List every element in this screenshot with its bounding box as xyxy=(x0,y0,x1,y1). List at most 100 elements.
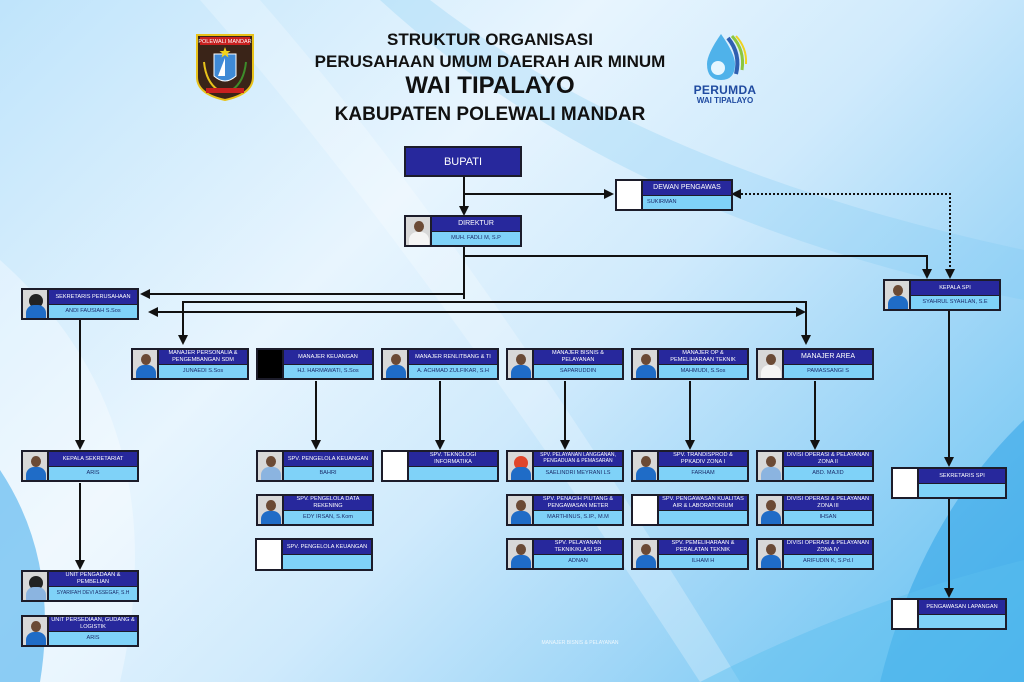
role-label: MANAJER PERSONALIA & PENGEMBANGAN SDM xyxy=(159,350,247,364)
role-label: SPV. PENAGIH PIUTANG & PENGAWASAN METER xyxy=(534,496,622,510)
photo-spv-trans xyxy=(633,452,659,480)
name-label: ABD. MAJID xyxy=(784,465,872,480)
role-label: UNIT PENGADAAN & PEMBELIAN xyxy=(49,572,137,586)
role-label: SPV. PENGELOLA KEUANGAN xyxy=(284,452,372,466)
name-label: HJ. HARMAWATI, S.Sos xyxy=(284,363,372,378)
photo-manajer-bisnis xyxy=(508,350,534,378)
role-label: SEKRETARIS PERUSAHAAN xyxy=(49,290,137,304)
photo-sekper xyxy=(23,290,49,318)
name-label: ARIFUDIN K, S.Pd.I xyxy=(784,553,872,568)
role-label: MANAJER RENLITBANG & TI xyxy=(409,350,497,364)
name-label: SAPARUDDIN xyxy=(534,363,622,378)
box-sekretaris-spi[interactable]: SEKRETARIS SPI xyxy=(891,467,1007,499)
role-label: KEPALA SPI xyxy=(911,281,999,295)
name-label xyxy=(919,482,1005,497)
role-label: SPV. TEKNOLOGI INFORMATIKA xyxy=(409,452,497,466)
perumda-logo-subtext: WAI TIPALAYO xyxy=(696,96,754,105)
title-line-1: STRUKTUR ORGANISASI xyxy=(387,30,593,49)
name-label: SYARIFAH DEVI ASSEGAF, S.H xyxy=(49,585,137,600)
role-label: SEKRETARIS SPI xyxy=(919,469,1005,483)
name-label: A. ACHMAD ZULFIKAR, S.H xyxy=(409,363,497,378)
role-label: PENGAWASAN LAPANGAN xyxy=(919,600,1005,614)
photo-spv-tek xyxy=(508,540,534,568)
box-spv-keuangan-2[interactable]: SPV. PENGELOLA KEUANGAN xyxy=(255,538,373,571)
photo-direktur xyxy=(406,217,432,245)
name-label: ARIS xyxy=(49,630,137,645)
title-line-2: PERUSAHAAN UMUM DAERAH AIR MINUM xyxy=(314,52,666,71)
role-label: SPV. PEMELIHARAAN & PERALATAN TEKNIK xyxy=(659,540,747,554)
name-label xyxy=(409,465,497,480)
name-label: EDY IRSAN, S.Kom xyxy=(284,509,372,524)
photo-placeholder xyxy=(383,452,409,480)
photo-div4 xyxy=(758,540,784,568)
name-label: JUNAEDI S.Sos xyxy=(159,363,247,378)
photo-div3 xyxy=(758,496,784,524)
name-label: PAMASSANGI S xyxy=(784,363,872,378)
name-label xyxy=(283,554,371,569)
photo-placeholder xyxy=(893,600,919,628)
line-manager-bar xyxy=(178,301,811,345)
name-label: ANDI FAUSIAH S.Sos xyxy=(49,303,137,318)
name-label: MUH. FADLI M, S.P xyxy=(432,230,520,245)
name-label: SAELINDRI MEYRANI LS xyxy=(534,465,622,480)
photo-spv-pen xyxy=(508,496,534,524)
box-pengawasan-lapangan[interactable]: PENGAWASAN LAPANGAN xyxy=(891,598,1007,630)
role-label: SPV. TRANDISPROD & PPKADIV ZONA I xyxy=(659,452,747,466)
photo-spv-lang xyxy=(508,452,534,480)
bupati-box[interactable]: BUPATI xyxy=(404,146,522,177)
name-label: MAHMUDI, S.Sos xyxy=(659,363,747,378)
role-label: MANAJER KEUANGAN xyxy=(284,350,372,364)
water-drop-icon xyxy=(707,34,748,80)
role-label: MANAJER BISNIS & PELAYANAN xyxy=(534,350,622,364)
line-direktur-kspi xyxy=(464,255,932,279)
photo-placeholder xyxy=(893,469,919,497)
svg-text:POLEWALI MANDAR: POLEWALI MANDAR xyxy=(198,39,251,45)
name-label: SYAHRUL SYAHLAN, S.E xyxy=(911,294,999,309)
role-label: UNIT PERSEDIAAN, GUDANG & LOGISTIK xyxy=(49,617,137,631)
faint-watermark-text: MANAJER BISNIS & PELAYANAN xyxy=(541,640,619,646)
role-label: MANAJER AREA xyxy=(784,350,872,364)
name-label: MARTHINUS, S.IP., M.M xyxy=(534,509,622,524)
box-spv-ti[interactable]: SPV. TEKNOLOGI INFORMATIKA xyxy=(381,450,499,482)
name-label: ADNAN xyxy=(534,553,622,568)
role-label: DIVISI OPERASI & PELAYANAN ZONA IV xyxy=(784,540,872,554)
box-spv-langganan[interactable]: SPV. PELAYANAN LANGGANAN, PENGADUAN & PE… xyxy=(506,450,624,482)
role-label: SPV. PELAYANAN TEKNIK/KLASI SR xyxy=(534,540,622,554)
name-label: FARHAM xyxy=(659,465,747,480)
name-label xyxy=(919,613,1005,628)
title-line-4: KABUPATEN POLEWALI MANDAR xyxy=(334,104,646,125)
role-label: DIREKTUR xyxy=(432,217,520,231)
box-spv-kualitas[interactable]: SPV. PENGAWASAN KUALITAS AIR & LABORATOR… xyxy=(631,494,749,526)
photo-spv-keu xyxy=(258,452,284,480)
title-line-3: WAI TIPALAYO xyxy=(405,72,575,99)
name-label xyxy=(659,509,747,524)
role-label: DIVISI OPERASI & PELAYANAN ZONA III xyxy=(784,496,872,510)
perumda-logo-text: PERUMDA xyxy=(693,83,757,97)
role-label: SPV. PENGELOLA DATA REKENING xyxy=(284,496,372,510)
role-label: MANAJER OP & PEMELIHARAAN TEKNIK xyxy=(659,350,747,364)
perumda-logo: PERUMDA WAI TIPALAYO xyxy=(688,32,762,108)
name-label: BAHRI xyxy=(284,465,372,480)
